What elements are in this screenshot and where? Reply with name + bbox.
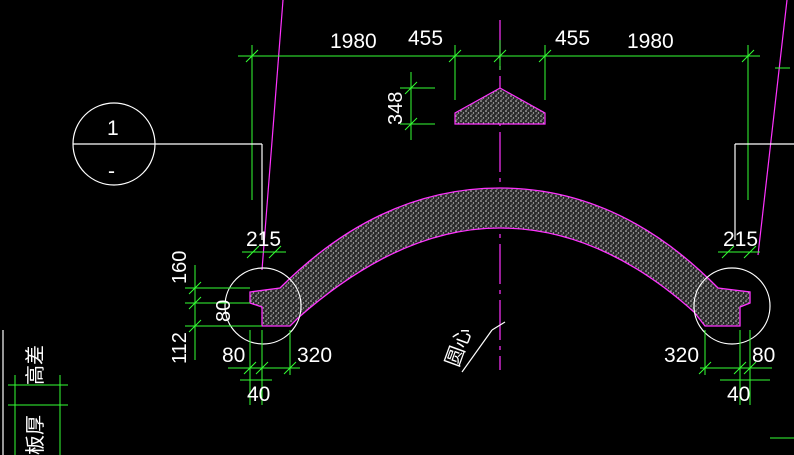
dim-top-right-inner: 455: [555, 27, 590, 50]
top-dimension-chain: 1980 455 455 1980: [238, 27, 760, 200]
center-mark-label: 圆心: [440, 324, 476, 370]
left-bottom-tick-a: [243, 361, 257, 375]
dim-right-top-width: 215: [723, 228, 758, 251]
arch-section: [249, 187, 751, 327]
dim-left-bottom-c: 40: [247, 383, 270, 406]
section-marker: 1 -: [72, 102, 794, 240]
center-mark: 圆心: [440, 321, 506, 373]
dim-left-height-upper: 160: [169, 251, 191, 284]
left-detail-circle: [224, 267, 302, 345]
dim-left-bottom-b: 320: [297, 344, 332, 367]
dim-right-bottom-b: 80: [752, 344, 775, 367]
tick-3: [493, 49, 507, 63]
left-detail-dimensions: 215 160 80 112 80 320 40: [169, 228, 332, 406]
right-detail-circle: [693, 267, 771, 345]
tick-4: [538, 49, 552, 63]
dim-keystone-height: 348: [385, 92, 407, 125]
dim-left-height-lower: 112: [169, 332, 191, 364]
arch-shape: [249, 187, 751, 327]
label-height-diff: 高差: [23, 345, 47, 385]
keystone-tick-bottom: [404, 117, 418, 131]
left-215-tick-a: [246, 245, 260, 259]
keystone-tick-top: [404, 81, 418, 95]
center-mark-leader: [461, 329, 493, 373]
right-215-tick-a: [721, 245, 735, 259]
left-side-labels: 高差 板厚: [2, 330, 68, 455]
dim-top-right-outer: 1980: [627, 30, 674, 53]
right-bottom-tick-c: [743, 361, 757, 375]
left-v-tick-2: [188, 296, 202, 310]
dim-left-top-width: 215: [246, 228, 281, 251]
left-bottom-tick-c: [283, 361, 297, 375]
dim-right-bottom-a: 320: [664, 344, 699, 367]
right-detail-dimensions: 215 320 80 40: [664, 228, 775, 406]
right-edge-fragments: [770, 67, 794, 439]
dim-left-bottom-a: 80: [222, 344, 245, 367]
label-slab-thickness: 板厚: [23, 415, 47, 455]
tick-5: [741, 49, 755, 63]
dim-right-bottom-c: 40: [727, 383, 750, 406]
center-mark-arrow: [491, 321, 506, 331]
dim-top-left-inner: 455: [408, 27, 443, 50]
left-v-tick-3: [188, 319, 202, 333]
left-215-tick-b: [268, 245, 282, 259]
left-bottom-tick-b: [255, 361, 269, 375]
right-bottom-tick-a: [698, 361, 712, 375]
tick-2: [448, 49, 462, 63]
right-215-tick-b: [743, 245, 757, 259]
left-diagonal-line: [261, 0, 284, 271]
section-marker-sheet: -: [108, 160, 115, 183]
detail-circles: [224, 267, 771, 345]
section-marker-number: 1: [107, 117, 119, 140]
dim-top-left-outer: 1980: [330, 30, 377, 53]
keystone-detail: 348: [385, 72, 546, 140]
right-bottom-tick-b: [733, 361, 747, 375]
dim-left-height-mid: 80: [213, 300, 235, 322]
tick-1: [245, 49, 259, 63]
keystone-shape: [454, 87, 546, 125]
right-diagonal-line: [757, 0, 788, 256]
left-v-tick-1: [188, 281, 202, 295]
